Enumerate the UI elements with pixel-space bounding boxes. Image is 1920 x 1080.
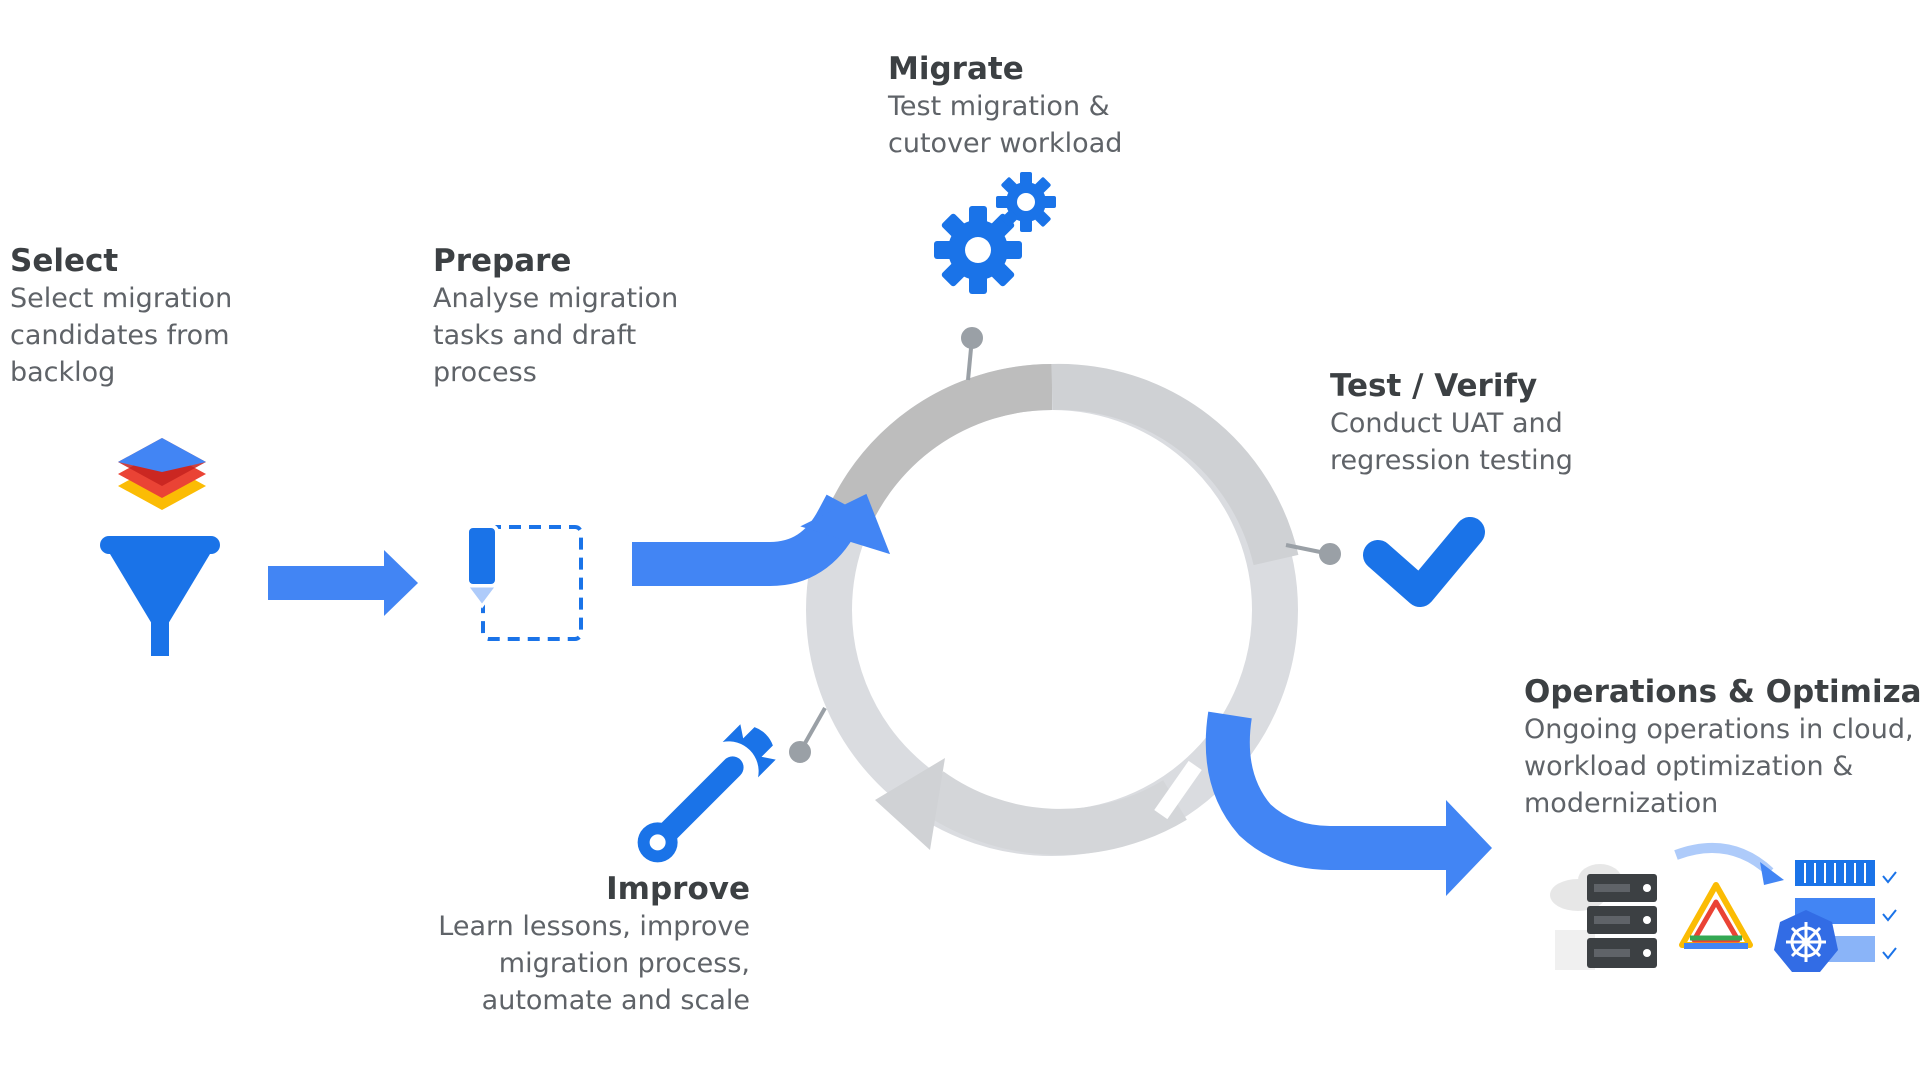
anthos-logo-icon	[1679, 882, 1753, 949]
checkmark-icon	[1363, 517, 1485, 607]
stage-title-prepare: Prepare	[433, 243, 572, 279]
stage-prepare: Prepare Analyse migration tasks and draf…	[433, 242, 733, 391]
stage-description-improve: Learn lessons, improve migration process…	[438, 911, 750, 1016]
stage-title-test-verify: Test / Verify	[1330, 368, 1538, 404]
wrench-icon	[637, 724, 776, 863]
cycle-ring	[806, 363, 1299, 856]
stage-title-migrate: Migrate	[888, 51, 1024, 87]
stage-description-select: Select migration candidates from backlog	[10, 283, 233, 388]
stage-description-migrate: Test migration & cutover workload	[888, 91, 1123, 159]
servers-to-kubernetes-icon	[1550, 842, 1897, 972]
stage-description-prepare: Analyse migration tasks and draft proces…	[433, 283, 679, 388]
stage-select: Select Select migration candidates from …	[10, 242, 310, 391]
flow-arrow-into-cycle	[632, 493, 891, 586]
cycle-arrowhead	[875, 758, 945, 850]
flow-arrow-to-operations	[1205, 711, 1492, 896]
gears-icon	[934, 172, 1056, 294]
stage-test-verify: Test / Verify Conduct UAT and regression…	[1330, 367, 1650, 479]
stage-title-select: Select	[10, 243, 119, 279]
pen-dashed-box-icon	[464, 524, 583, 641]
flow-arrow-select-to-prepare	[268, 550, 418, 616]
kubernetes-icon	[1774, 910, 1838, 972]
stage-title-operations: Operations & Optimization	[1524, 674, 1920, 710]
stage-description-operations: Ongoing operations in cloud, workload op…	[1524, 714, 1914, 819]
stage-description-test-verify: Conduct UAT and regression testing	[1330, 408, 1573, 476]
stage-title-improve: Improve	[606, 871, 750, 907]
connector-pins	[789, 327, 1341, 763]
server-rack-icon	[1587, 874, 1657, 968]
stage-migrate: Migrate Test migration & cutover workloa…	[888, 50, 1208, 162]
layers-icon	[118, 438, 206, 510]
stage-improve: Improve Learn lessons, improve migration…	[420, 870, 750, 1019]
funnel-icon	[100, 536, 220, 656]
migration-curve-arrow	[1674, 842, 1774, 876]
stage-operations: Operations & Optimization Ongoing operat…	[1524, 673, 1920, 822]
